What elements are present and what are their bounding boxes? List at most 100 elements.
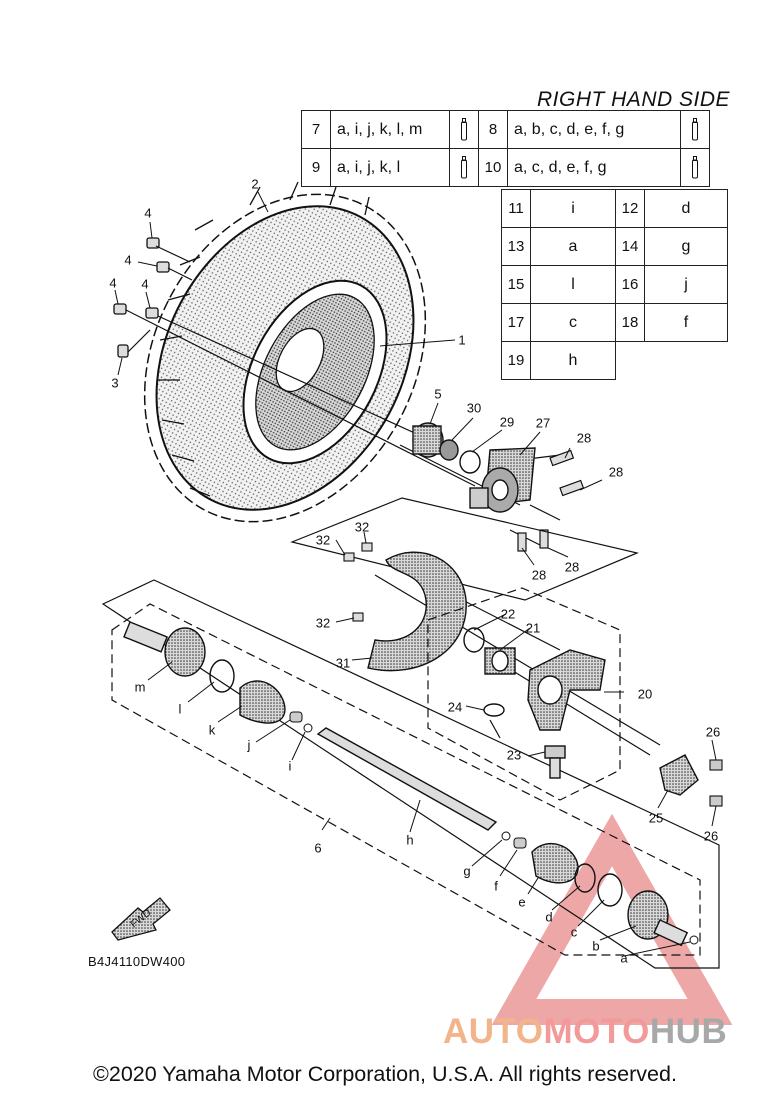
clamp-c [597,873,623,907]
table-row: 7 a, i, j, k, l, m 8 a, b, c, d, e, f, g [301,110,710,149]
ref-no: 16 [615,265,645,304]
callout-28: 28 [576,430,592,446]
ref-no: 15 [501,265,531,304]
callout-30: 30 [466,400,482,416]
callout-g: g [463,863,471,879]
grease-point: f [644,303,728,342]
fwd-arrow-icon [111,897,171,941]
grease-points: a, b, c, d, e, f, g [507,110,681,149]
bolts-26 [709,759,723,807]
table-row: 15 l 16 j [501,265,728,304]
ball-joint-23 [544,745,566,779]
callout-22: 22 [500,606,516,622]
empty-cell [616,342,728,380]
callout-4: 4 [109,275,117,291]
callout-b: b [592,938,600,954]
callout-f: f [494,878,498,894]
disc-bolts [343,542,373,622]
callout-1: 1 [458,332,466,348]
watermark-part: HUB [649,1012,728,1051]
grease-point: h [530,341,616,380]
hub-bolts [517,449,585,552]
callout-28: 28 [564,559,580,575]
ref-no: 10 [478,148,508,187]
table-row: 13 a 14 g [501,227,728,266]
callout-e: e [518,894,526,910]
grease-tube-icon [680,148,710,187]
ref-no: 18 [615,303,645,342]
callout-29: 29 [499,414,515,430]
callout-26: 26 [705,724,721,740]
wheel-hub [469,447,536,513]
circlip-22 [463,627,485,653]
callout-31: 31 [335,655,351,671]
callout-27: 27 [535,415,551,431]
grease-points: a, i, j, k, l [330,148,450,187]
lug-nuts [113,237,170,358]
callout-25: 25 [648,810,664,826]
grease-points: a, i, j, k, l, m [330,110,450,149]
circlip-24 [483,703,505,717]
drive-shaft [316,727,498,831]
circlip-i [303,723,313,733]
callout-d: d [545,909,553,925]
callout-a: a [620,950,628,966]
grease-point: l [530,265,616,304]
callout-4: 4 [124,252,132,268]
grease-point: d [644,189,728,228]
table-row: 17 c 18 f [501,303,728,342]
knuckle-box [427,587,621,801]
grease-tube-icon [680,110,710,149]
callout-32: 32 [315,532,331,548]
wheel-rim [242,279,388,465]
callout-j: j [247,737,251,753]
callout-2: 2 [251,176,259,192]
watermark-part: MOTO [543,1012,650,1051]
grease-tube-icon [449,110,479,149]
ref-no: 14 [615,227,645,266]
boot-k [239,680,286,724]
grease-point: c [530,303,616,342]
grease-point: j [644,265,728,304]
callout-32: 32 [315,615,331,631]
clamp-d [574,863,596,893]
ref-no: 7 [301,110,331,149]
side-title: RIGHT HAND SIDE [536,88,730,111]
clamp-j [289,711,303,723]
callout-23: 23 [506,747,522,763]
copyright: ©2020 Yamaha Motor Corporation, U.S.A. A… [93,1062,677,1086]
grease-table-narrow: 11 i 12 d 13 a 14 g 15 l 16 j 17 c 18 f … [501,189,728,380]
brake-disc-group [290,497,639,601]
diagram-code: B4J4110DW400 [88,954,186,969]
callout-32: 32 [354,519,370,535]
grease-point: i [530,189,616,228]
grease-points: a, c, d, e, f, g [507,148,681,187]
callout-m: m [134,679,146,695]
hub-parts [412,422,481,474]
hub-cap-25 [659,754,699,796]
boot-e [531,842,579,884]
callout-h: h [406,832,414,848]
callout-20: 20 [637,686,653,702]
watermark-part: AUTO [443,1012,544,1051]
grease-tube-icon [449,148,479,187]
drive-shaft-outer-box [101,579,720,969]
callout-26: 26 [703,828,719,844]
ref-no: 11 [501,189,531,228]
circlip-a [689,935,699,945]
drive-shaft-inner-box [111,603,701,956]
callout-c: c [570,924,578,940]
table-row: 11 i 12 d [501,189,728,228]
callout-i: i [288,758,292,774]
grease-table-wide: 7 a, i, j, k, l, m 8 a, b, c, d, e, f, g… [301,110,710,187]
callout-28: 28 [531,567,547,583]
callout-3: 3 [111,375,119,391]
table-row: 9 a, i, j, k, l 10 a, c, d, e, f, g [301,148,710,187]
ref-no: 12 [615,189,645,228]
callout-6: 6 [314,840,322,856]
leader-lines [114,191,717,957]
clamp-f [513,837,527,849]
callout-k: k [208,722,216,738]
circlip-g [501,831,511,841]
callout-21: 21 [525,620,541,636]
